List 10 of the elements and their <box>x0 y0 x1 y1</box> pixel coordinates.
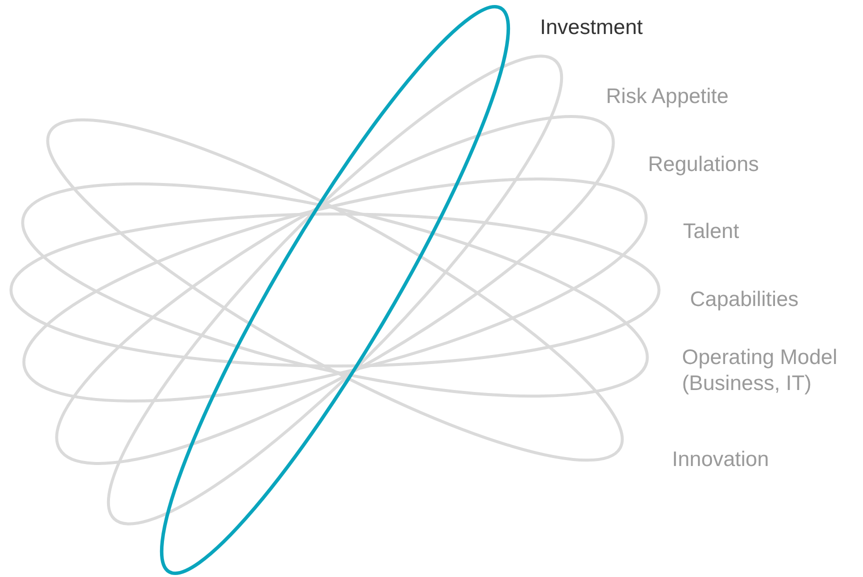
ring-label: Innovation <box>672 447 770 473</box>
ring-label: Talent <box>683 219 740 245</box>
ring-label: Capabilities <box>690 287 800 313</box>
ring-label: Risk Appetite <box>606 84 730 110</box>
ellipse-ring <box>160 5 510 575</box>
ring-label: Operating Model (Business, IT) <box>682 345 838 397</box>
ellipse-ring <box>107 54 563 526</box>
ellipse-ring <box>10 212 660 368</box>
ring-label: Investment <box>540 15 644 41</box>
ring-label: Regulations <box>648 152 760 178</box>
